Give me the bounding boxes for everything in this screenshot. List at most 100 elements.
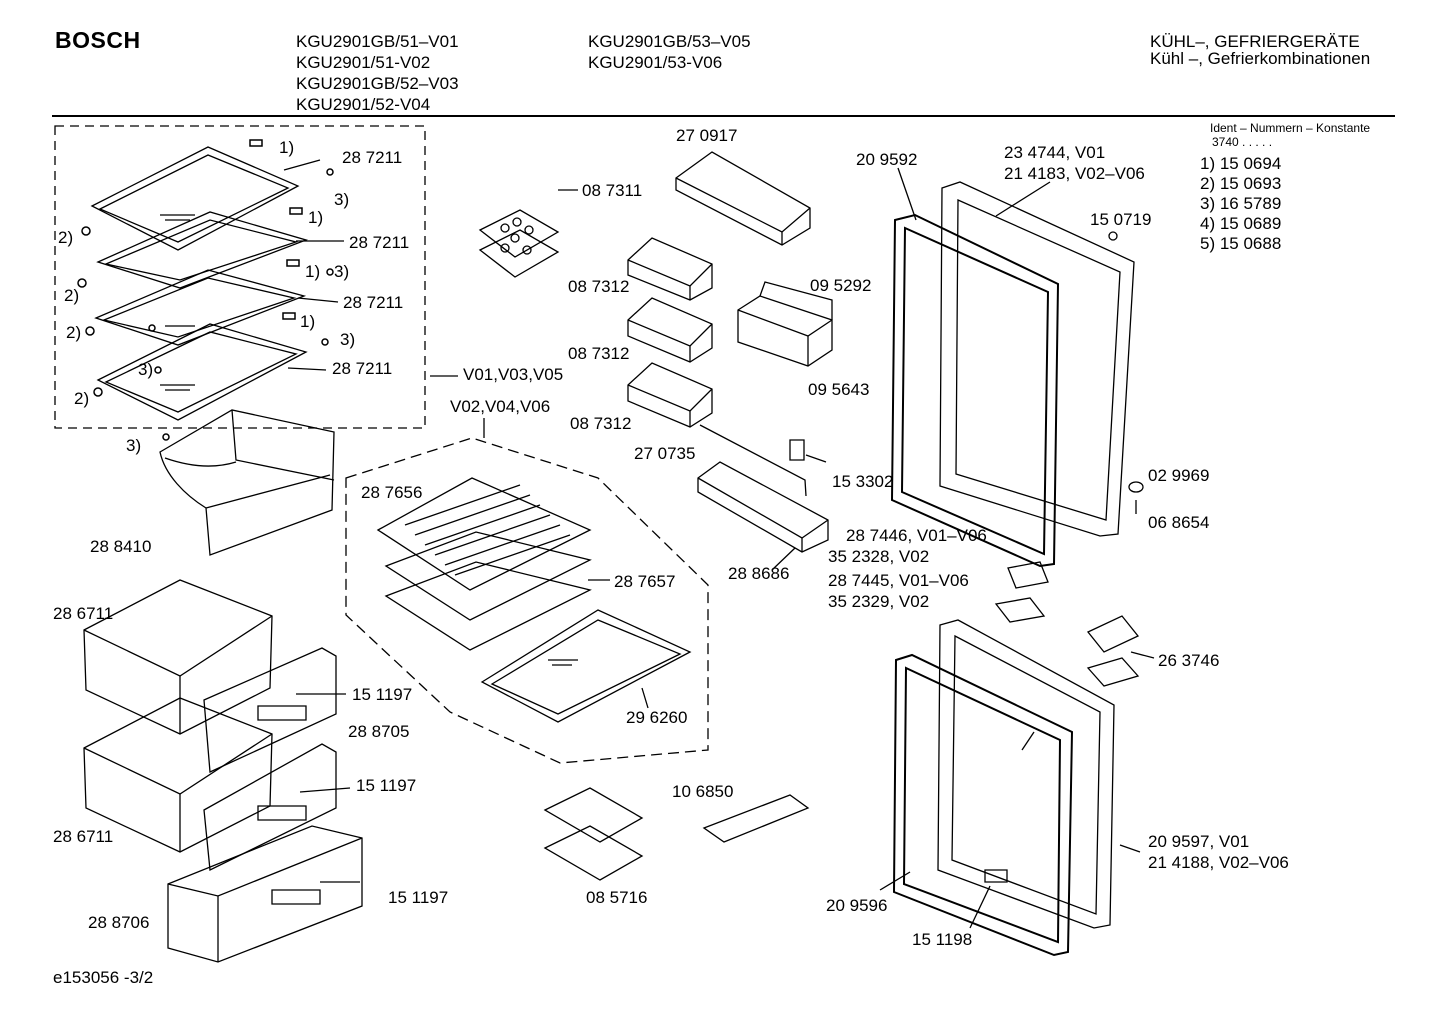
shelf-leaders (284, 160, 344, 370)
variant-label: V01,V03,V05 (463, 365, 564, 384)
part-label: 10 6850 (672, 782, 734, 801)
marker: 2) (64, 286, 80, 305)
footer-code: e153056 -3/2 (53, 968, 154, 987)
part-label: 28 7211 (342, 148, 403, 167)
variant-label: V02,V04,V06 (450, 397, 551, 416)
part-label: 08 7312 (570, 414, 632, 433)
shelf-group-box (55, 126, 425, 428)
crisper-drawer-288410 (160, 410, 334, 555)
shelf-clips (78, 140, 333, 440)
freezer-handle-151198 (985, 870, 1007, 882)
small-parts-right (1109, 232, 1143, 514)
part-label: 35 2328, V02 (828, 547, 930, 566)
part-label: 28 6711 (53, 827, 114, 846)
fridge-door-seal-209592 (892, 215, 1058, 566)
part-label: 09 5292 (810, 276, 872, 295)
marker: 3) (334, 190, 350, 209)
marker: 3) (334, 262, 350, 281)
category-title: KÜHL–, GEFRIERGERÄTE (1150, 32, 1360, 51)
freezer-drawer-front-top (204, 648, 336, 772)
part-label: 29 6260 (626, 708, 688, 727)
ident-constant: 3740 . . . . . (1212, 135, 1273, 149)
part-label: 02 9969 (1148, 466, 1210, 485)
ident-item-2: 2) 15 0693 (1200, 174, 1282, 193)
marker: 3) (126, 436, 142, 455)
part-label: 20 9597, V01 (1148, 832, 1250, 851)
part-label: 27 0735 (634, 444, 696, 463)
marker: 2) (58, 228, 74, 247)
ice-tray-106850 (704, 795, 808, 842)
freezer-drawer-288706 (168, 826, 362, 962)
glass-shelf-3 (96, 270, 304, 345)
model-5: KGU2901GB/53–V05 (588, 32, 751, 51)
glass-shelf-296260 (482, 610, 690, 722)
marker: 2) (74, 389, 90, 408)
ident-title: Ident – Nummern – Konstante (1210, 121, 1371, 135)
marker: 1) (305, 262, 321, 281)
wire-basket-286711-top (84, 580, 272, 734)
marker: 3) (138, 360, 154, 379)
part-label: 08 7312 (568, 344, 630, 363)
door-shelf-288686 (698, 425, 828, 552)
part-label: 15 1197 (388, 888, 449, 907)
marker: 2) (66, 323, 82, 342)
model-3: KGU2901GB/52–V03 (296, 74, 459, 93)
part-label: 08 7311 (582, 181, 643, 200)
part-label: 21 4188, V02–V06 (1148, 853, 1289, 872)
part-label: 28 8705 (348, 722, 410, 741)
door-bin-087312-a (628, 238, 712, 300)
part-label: 15 0719 (1090, 210, 1152, 229)
model-2: KGU2901/51-V02 (296, 53, 431, 72)
part-label: 06 8654 (1148, 513, 1210, 532)
marker: 3) (340, 330, 356, 349)
part-label: 15 1197 (352, 685, 413, 704)
part-label: 27 0917 (676, 126, 738, 145)
glass-shelf-4 (98, 324, 306, 420)
door-bin-270917 (676, 152, 810, 245)
part-label: 15 1197 (356, 776, 417, 795)
marker: 1) (308, 208, 324, 227)
part-label: 28 7445, V01–V06 (828, 571, 969, 590)
wire-shelves (378, 478, 590, 650)
part-label: 28 7211 (332, 359, 393, 378)
part-label: 15 1198 (912, 930, 973, 949)
part-label: 23 4744, V01 (1004, 143, 1106, 162)
part-label: 28 8410 (90, 537, 152, 556)
part-label: 28 7657 (614, 572, 676, 591)
part-label: 08 5716 (586, 888, 648, 907)
clip-153302 (790, 440, 826, 462)
marker: 1) (300, 312, 316, 331)
bottle-holder-095292 (738, 282, 832, 366)
part-label: 20 9596 (826, 896, 888, 915)
part-label: 26 3746 (1158, 651, 1220, 670)
glass-shelf-1 (92, 147, 298, 250)
model-6: KGU2901/53-V06 (588, 53, 723, 72)
part-label: 28 7211 (343, 293, 404, 312)
callout-leaders (296, 168, 1154, 928)
brand-logo: BOSCH (55, 27, 141, 53)
ident-item-4: 4) 15 0689 (1200, 214, 1282, 233)
part-label: 28 7446, V01–V06 (846, 526, 987, 545)
ident-item-5: 5) 15 0688 (1200, 234, 1282, 253)
part-label: 28 7656 (361, 483, 423, 502)
ident-item-3: 3) 16 5789 (1200, 194, 1282, 213)
part-label: 08 7312 (568, 277, 630, 296)
part-label: 28 8706 (88, 913, 150, 932)
egg-tray (480, 210, 558, 277)
part-label: 28 6711 (53, 604, 114, 623)
part-label: 09 5643 (808, 380, 870, 399)
model-1: KGU2901GB/51–V01 (296, 32, 459, 51)
part-label: 35 2329, V02 (828, 592, 930, 611)
part-label: 20 9592 (856, 150, 918, 169)
shelf-group-v02 (346, 438, 708, 763)
fridge-door-234744 (940, 182, 1134, 536)
category-subtitle: Kühl –, Gefrierkombinationen (1150, 49, 1371, 68)
freezer-door-209597 (938, 620, 1114, 928)
freezer-door-seal-209596 (894, 655, 1072, 955)
part-label: 28 8686 (728, 564, 790, 583)
model-4: KGU2901/52-V04 (296, 95, 431, 114)
freezer-drawer-front-middle (204, 744, 336, 870)
door-bin-087312-b (628, 298, 712, 362)
ident-item-1: 1) 15 0694 (1200, 154, 1282, 173)
